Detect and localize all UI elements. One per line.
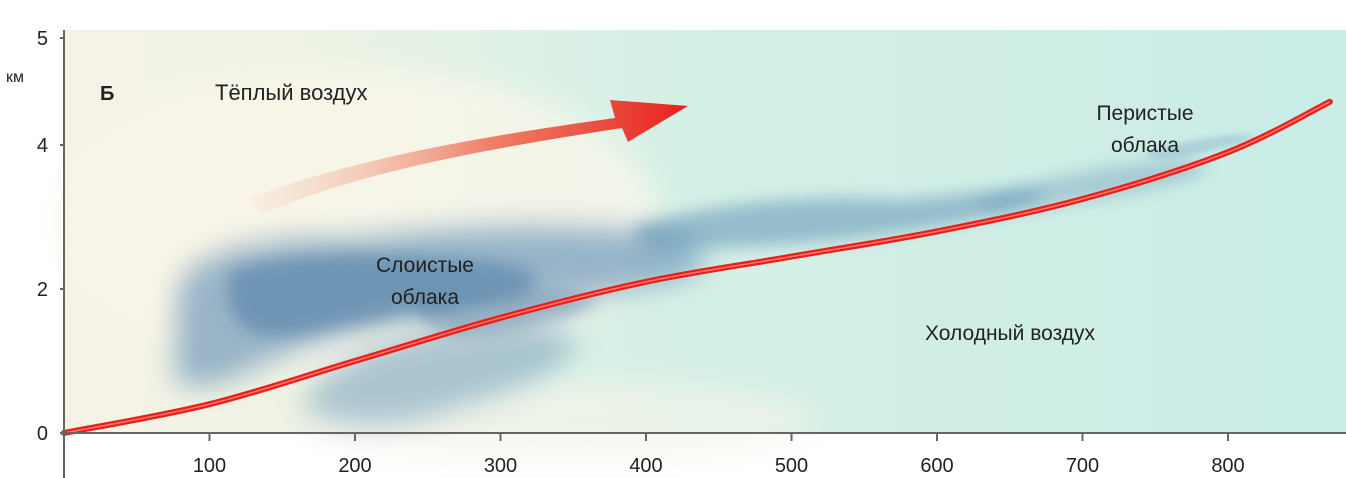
panel-letter: Б — [100, 83, 114, 105]
x-tick-label: 400 — [629, 455, 662, 477]
x-tick-label: 600 — [920, 455, 953, 477]
warm-front-line-highlight — [63, 101, 1331, 434]
nimbostratus-label-line1: Слоистые — [376, 254, 474, 277]
y-axis-ticks: 0 2 4 5 — [37, 28, 64, 445]
x-tick-label: 800 — [1211, 455, 1244, 477]
x-tick-label: 300 — [484, 455, 517, 477]
cirrostratus-clouds — [632, 134, 1255, 249]
y-tick-label: 5 — [37, 28, 48, 50]
x-tick-label: 500 — [775, 455, 808, 477]
cirrus-label-line2: облака — [1111, 134, 1179, 157]
warm-air-arrow — [250, 100, 688, 214]
x-tick-label: 100 — [193, 455, 226, 477]
y-tick-label: 4 — [37, 135, 48, 157]
y-tick-label: 2 — [37, 279, 48, 301]
cirrus-label-line1: Перистые — [1096, 102, 1193, 125]
warm-air-label: Тёплый воздух — [215, 80, 368, 105]
y-tick-label: 0 — [37, 423, 48, 445]
x-tick-label: 200 — [338, 455, 371, 477]
cold-air-label: Холодный воздух — [925, 322, 1095, 345]
x-tick-label: 700 — [1066, 455, 1099, 477]
nimbostratus-label-line2: облака — [391, 286, 459, 309]
y-axis-unit: км — [6, 69, 24, 86]
x-axis-ticks: 100 200 300 400 500 600 700 800 — [193, 433, 1245, 477]
